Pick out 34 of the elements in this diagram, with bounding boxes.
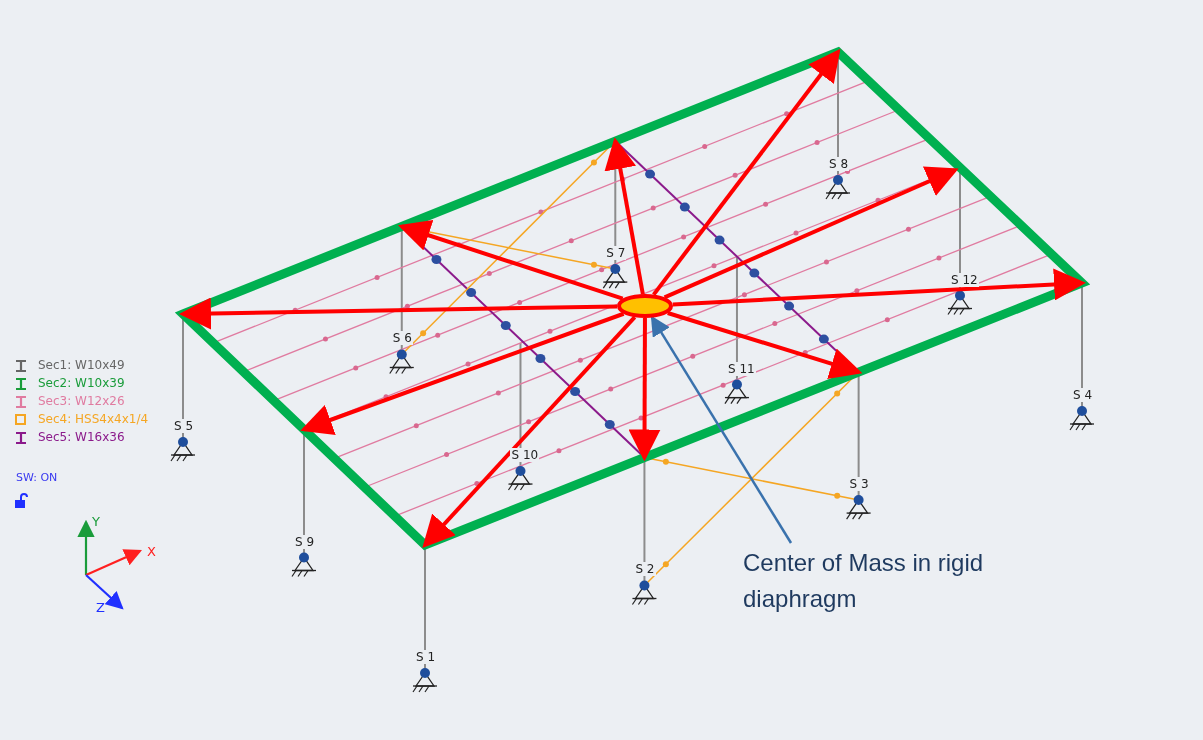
- arrow: [628, 318, 661, 462]
- leader-line: [650, 315, 793, 544]
- support-label: S 1: [415, 650, 437, 664]
- support-label: S 2: [634, 562, 656, 577]
- support-label: S 10: [510, 448, 540, 463]
- support-label: S 11: [726, 361, 756, 376]
- support-label: S 6: [391, 331, 413, 346]
- support-label: S 4: [1072, 388, 1094, 402]
- axis-label: Z: [96, 600, 105, 615]
- legend-label: Sec1: W10x49: [38, 358, 125, 372]
- support-label: S 3: [848, 477, 870, 492]
- arrow: [667, 311, 863, 380]
- arrow: [652, 48, 841, 296]
- arrow: [300, 311, 625, 435]
- arrow: [179, 297, 618, 330]
- support-label: S 5: [173, 419, 195, 433]
- axis-label: X: [147, 544, 156, 559]
- arrow: [672, 268, 1086, 307]
- center-of-mass-ellipse: [617, 294, 673, 318]
- legend-label: Sec4: HSS4x4x1/4: [38, 412, 149, 426]
- axis-label: Y: [92, 514, 100, 529]
- support-label: S 12: [950, 272, 979, 287]
- arrow: [604, 137, 645, 295]
- annotation-text: Center of Mass in rigid diaphragm: [743, 545, 993, 617]
- support-label: S 9: [294, 534, 316, 549]
- legend-label: Sec5: W16x36: [38, 430, 125, 444]
- arrow: [397, 220, 624, 301]
- legend-label: Sec2: W10x39: [38, 376, 125, 390]
- arrow: [422, 315, 637, 548]
- legend-label: Sec3: W12x26: [38, 394, 125, 408]
- status-label: SW: ON: [16, 471, 58, 484]
- arrow: [663, 166, 959, 300]
- support-label: S 7: [605, 246, 627, 261]
- support-label: S 8: [828, 157, 850, 171]
